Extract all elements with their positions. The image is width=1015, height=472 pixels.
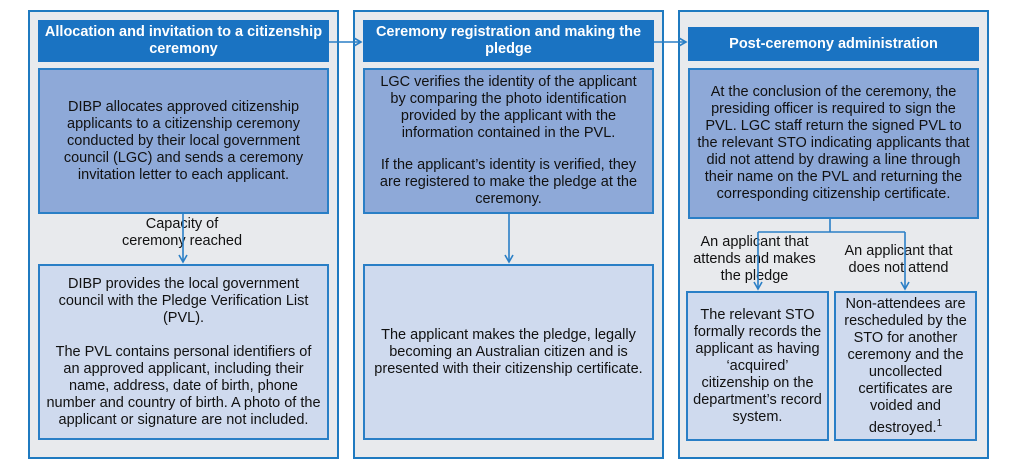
box-pvl-text-2: The PVL contains personal identifiers of… — [46, 343, 321, 428]
box-pvl-text-1: DIBP provides the local government counc… — [58, 275, 309, 326]
label-attends-pledge: An applicant that attends and makes the … — [693, 234, 816, 284]
box-lgc-verifies-text-2: If the applicant’s identity is verified,… — [379, 157, 638, 207]
header-registration: Ceremony registration and making the ple… — [363, 20, 654, 62]
box-applicant-pledge-text: The applicant makes the pledge, legally … — [374, 326, 643, 377]
box-dibp-allocates: DIBP allocates approved citizenship appl… — [38, 68, 329, 214]
box-sto-records-text: The relevant STO formally records the ap… — [693, 306, 822, 425]
box-sto-records: The relevant STO formally records the ap… — [686, 291, 829, 441]
box-dibp-allocates-text: DIBP allocates approved citizenship appl… — [63, 98, 304, 183]
box-non-attendees-main: Non-attendees are rescheduled by the STO… — [844, 295, 967, 436]
box-lgc-verifies: LGC verifies the identity of the applica… — [363, 68, 654, 214]
footnote-marker: 1 — [936, 417, 943, 429]
box-applicant-pledge: The applicant makes the pledge, legally … — [363, 264, 654, 440]
box-post-ceremony-sign: At the conclusion of the ceremony, the p… — [688, 68, 979, 219]
label-capacity-reached: Capacity of ceremony reached — [121, 216, 243, 249]
box-dibp-provides-pvl: DIBP provides the local government counc… — [38, 264, 329, 440]
box-lgc-verifies-text-1: LGC verifies the identity of the applica… — [380, 74, 637, 141]
header-allocation: Allocation and invitation to a citizensh… — [38, 20, 329, 62]
box-non-attendees-text: Non-attendees are rescheduled by the STO… — [839, 296, 972, 437]
box-non-attendees: Non-attendees are rescheduled by the STO… — [834, 291, 977, 441]
label-does-not-attend: An applicant that does not attend — [844, 243, 953, 276]
header-post-ceremony: Post-ceremony administration — [688, 27, 979, 61]
box-post-ceremony-sign-text: At the conclusion of the ceremony, the p… — [697, 84, 970, 202]
